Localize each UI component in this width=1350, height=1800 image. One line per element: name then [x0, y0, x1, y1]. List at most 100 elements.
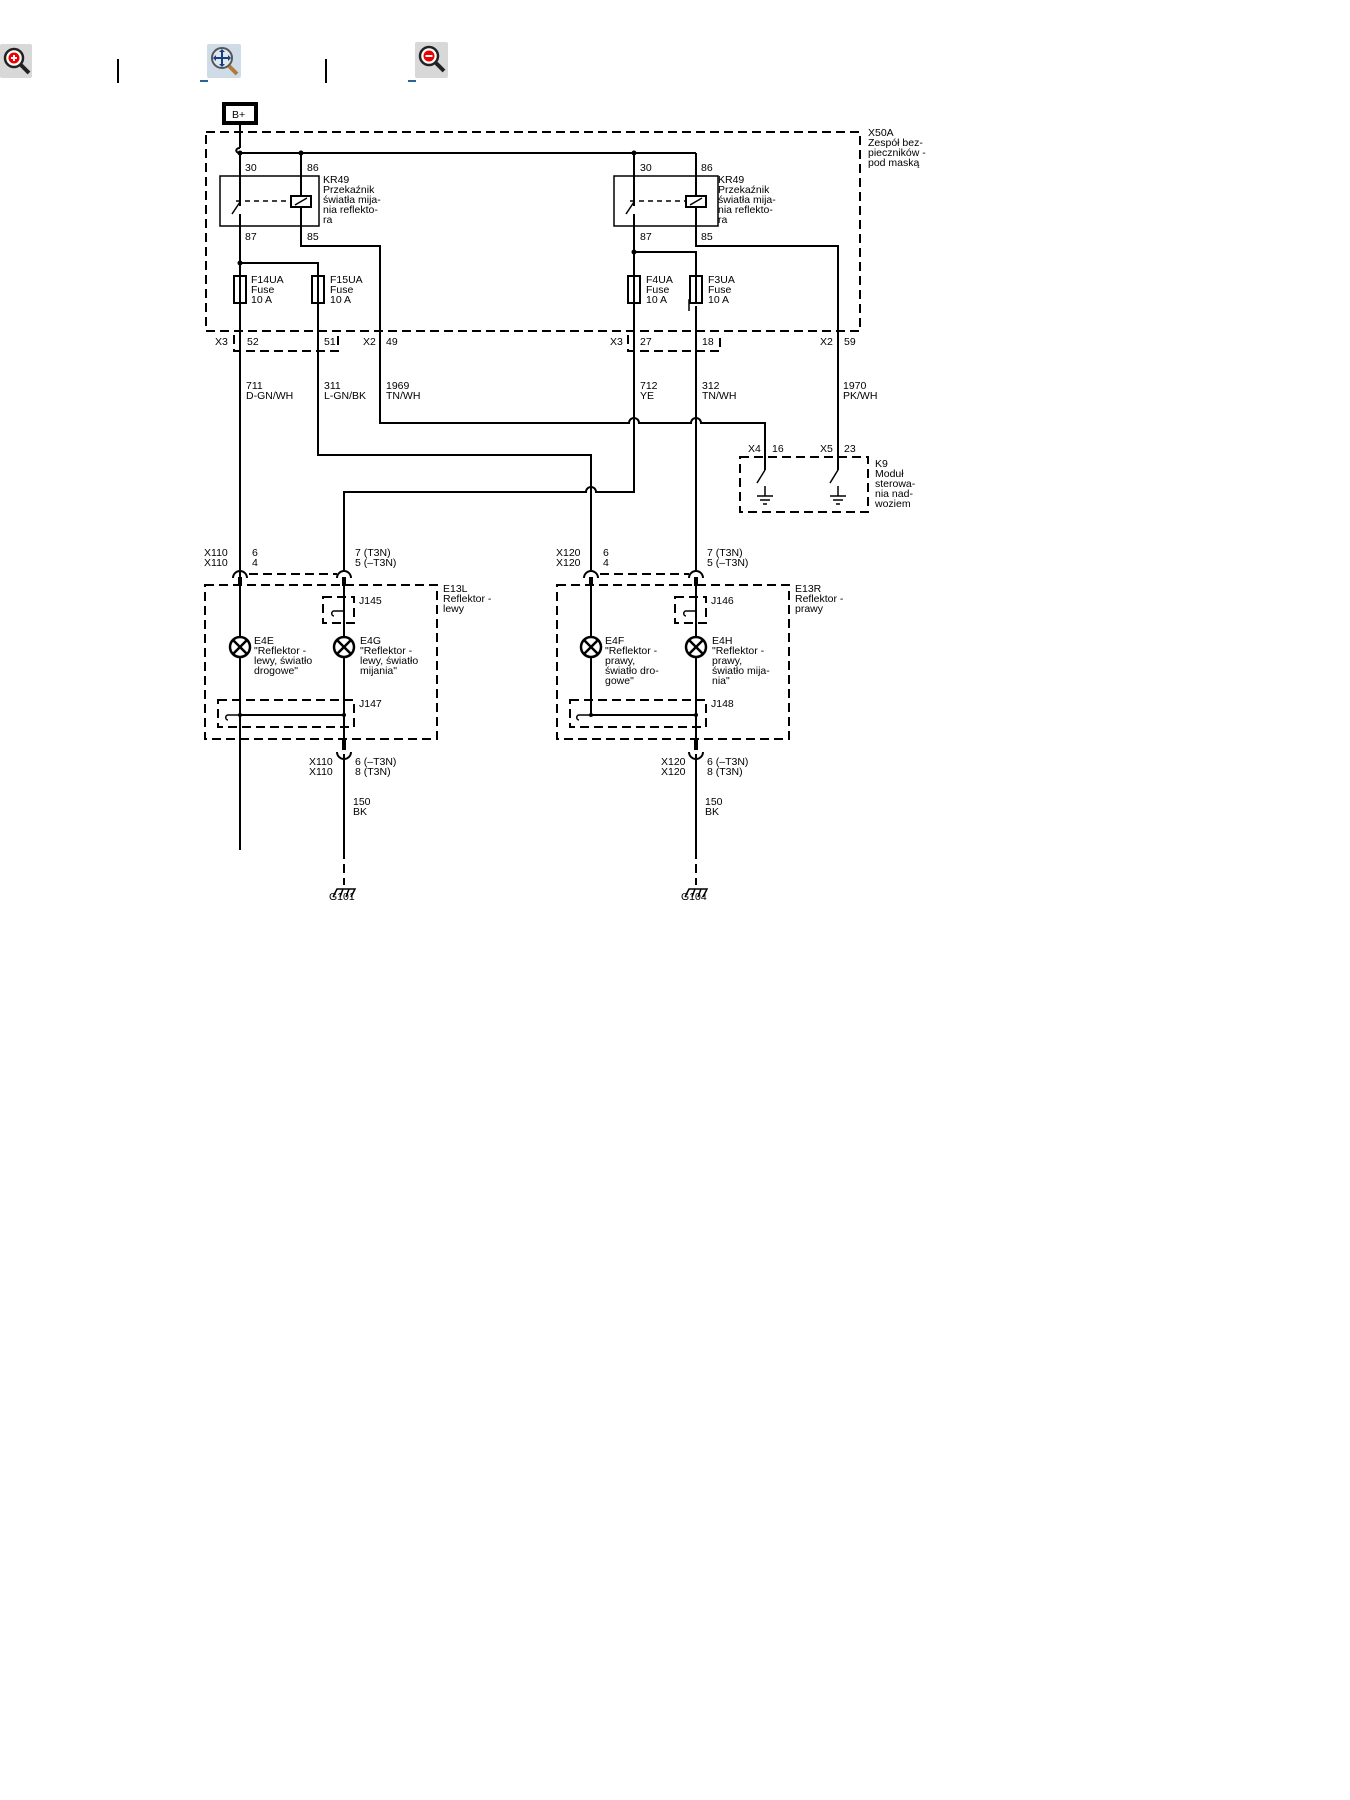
lamp-id: E4H	[712, 635, 732, 647]
lamp-desc: "Reflektor -	[605, 645, 658, 657]
wire-labels: 711 D-GN/WH 311 L-GN/BK 1969 TN/WH 712 Y…	[246, 380, 877, 402]
connector-pin: 8 (T3N)	[355, 766, 391, 778]
relay-desc: Przekaźnik	[323, 184, 375, 196]
connector-name: X2	[820, 336, 833, 348]
connector-name: X4	[748, 443, 761, 455]
connector-name: X110	[309, 756, 333, 768]
connector-pin: 51	[324, 336, 336, 348]
unit-desc: lewy	[443, 603, 465, 615]
module-id: K9	[875, 458, 888, 470]
pin-label: 87	[245, 231, 257, 243]
connector-pin: 8 (T3N)	[707, 766, 743, 778]
lamp-desc: "Reflektor -	[360, 645, 413, 657]
pin-label: 30	[640, 162, 652, 174]
unit-desc: Reflektor -	[443, 593, 492, 605]
relay-desc: światła mija-	[323, 194, 381, 206]
relay-desc: Przekaźnik	[718, 184, 770, 196]
lamp-desc: lewy, światło	[254, 655, 312, 667]
connector-pin: 6	[603, 547, 609, 559]
connector-pin: 49	[386, 336, 398, 348]
zoom-out-icon	[418, 45, 446, 73]
connector-name: X110	[204, 557, 228, 569]
fuse-rating: 10 A	[330, 294, 351, 306]
lamp-desc: nia"	[712, 675, 730, 687]
fuse-rating: 10 A	[646, 294, 667, 306]
zoom-out-button[interactable]	[415, 42, 448, 78]
pin-label: 30	[245, 162, 257, 174]
connector-pin: 59	[844, 336, 856, 348]
fuses: F14UA Fuse 10 A F15UA Fuse 10 A F4UA Fus…	[233, 274, 735, 306]
module-desc: woziem	[874, 498, 911, 510]
connector-pin: 5 (–T3N)	[707, 557, 748, 569]
fuse-rating: 10 A	[708, 294, 729, 306]
connector-pin: 16	[772, 443, 784, 455]
wire-circuit: 311	[324, 380, 341, 392]
lamp-desc: "Reflektor -	[712, 645, 765, 657]
link-underline	[200, 80, 208, 82]
wire-color: PK/WH	[843, 390, 877, 402]
connector-pin: 7 (T3N)	[355, 547, 391, 559]
connector-pin: 6 (–T3N)	[707, 756, 748, 768]
splice-id: J145	[359, 595, 382, 607]
lamp-id: E4E	[254, 635, 274, 647]
wire-circuit: 150	[353, 796, 371, 808]
lamp-id: E4G	[360, 635, 381, 647]
connector-name: X2	[363, 336, 376, 348]
module-desc: nia nad-	[875, 488, 913, 500]
zoom-in-button[interactable]	[0, 44, 32, 78]
connector-pin: 6	[252, 547, 258, 559]
wire-circuit: 1970	[843, 380, 867, 392]
pin-label: 86	[701, 162, 713, 174]
fuse-block-outline	[205, 131, 861, 332]
k9-body-control-module: X4 16 X5 23 K9 Moduł sterowa- nia nad- w…	[739, 443, 916, 513]
ground-id: G101	[329, 891, 355, 903]
zoom-in-icon	[3, 47, 31, 75]
wire-color: BK	[353, 806, 367, 818]
wire-color: D-GN/WH	[246, 390, 293, 402]
unit-id: E13R	[795, 583, 822, 595]
fuse-id: F14UA	[251, 274, 284, 286]
splice-id: J147	[359, 698, 382, 710]
relay-kr49-left: 30 86 87 85 KR49 Przekaźnik światła mija…	[219, 162, 381, 243]
fuse-type: Fuse	[708, 284, 732, 296]
splice-id: J148	[711, 698, 734, 710]
lamp-desc: prawy,	[712, 655, 742, 667]
connector-name: X110	[204, 547, 228, 559]
connector-name: X110	[309, 766, 333, 778]
headlamp-e13l: X110 X110 6 4 7 (T3N) 5 (–T3N) E13L Refl…	[204, 547, 492, 903]
connector-pin: 4	[603, 557, 609, 569]
toolbar-separator	[117, 59, 119, 83]
lamp-desc: światło dro-	[605, 665, 659, 677]
lamp-desc: prawy,	[605, 655, 635, 667]
lamp-id: E4F	[605, 635, 624, 647]
unit-id: E13L	[443, 583, 468, 595]
connector-name: X3	[215, 336, 228, 348]
connector-name: X120	[556, 557, 581, 569]
toolbar-separator	[325, 59, 327, 83]
wire-circuit: 712	[640, 380, 658, 392]
wire-color: TN/WH	[702, 390, 736, 402]
relay-desc: ra	[718, 214, 727, 226]
module-desc: sterowa-	[875, 478, 916, 490]
pan-zoom-button[interactable]	[207, 44, 241, 78]
pin-label: 85	[701, 231, 713, 243]
connectors-x3-x2: X3 52 51 X2 49 X3 27 18 X2 59	[215, 335, 856, 352]
connector-pin: 18	[702, 336, 714, 348]
lamp-desc: mijania"	[360, 665, 397, 677]
lamp-desc: "Reflektor -	[254, 645, 307, 657]
connector-name: X120	[556, 547, 581, 559]
lamp-desc: drogowe"	[254, 665, 298, 677]
wire-color: TN/WH	[386, 390, 420, 402]
fuse-block-name: pod maską	[868, 157, 920, 169]
wires	[235, 124, 839, 850]
connector-name: X120	[661, 756, 686, 768]
pin-label: 86	[307, 162, 319, 174]
relay-desc: światła mija-	[718, 194, 776, 206]
connector-name: X3	[610, 336, 623, 348]
fuse-block-name: Zespół bez-	[868, 137, 923, 149]
wire-color: L-GN/BK	[324, 390, 366, 402]
lamp-desc: światło mija-	[712, 665, 770, 677]
fuse-type: Fuse	[646, 284, 670, 296]
power-label: B+	[232, 109, 245, 121]
